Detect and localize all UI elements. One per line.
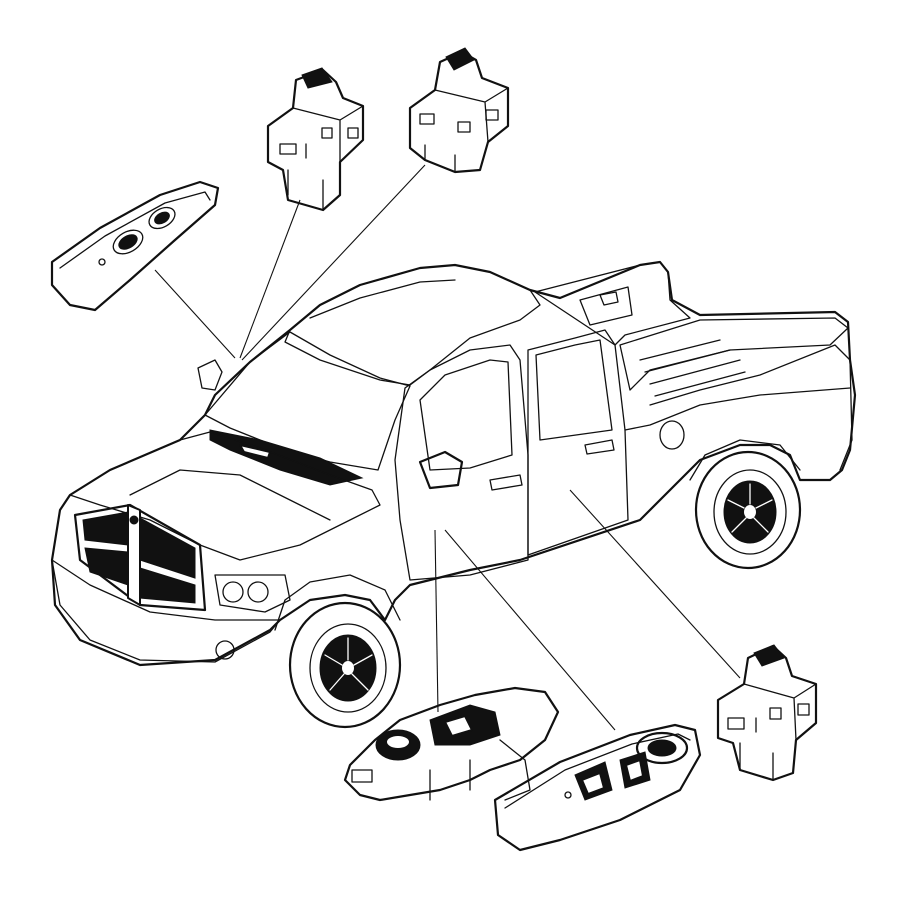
rocker-switch-icon <box>408 50 510 174</box>
driver-door-switch-module <box>343 686 560 802</box>
driver-door-switch-bezel <box>493 723 702 852</box>
switch-bezel-icon <box>493 723 702 852</box>
cab-roof <box>284 264 541 386</box>
truck-bed <box>534 261 853 471</box>
pickup-truck <box>50 260 857 729</box>
front-bumper <box>51 559 281 663</box>
roof-rail <box>309 279 456 319</box>
grille <box>73 503 207 612</box>
rear-door-window-switch-left <box>266 67 365 212</box>
rear-door-handle <box>584 439 615 455</box>
switch-bezel-icon <box>50 180 220 312</box>
rocker-switch-icon <box>266 68 365 212</box>
rear-door-window <box>535 339 613 441</box>
switch-module-icon <box>343 686 560 802</box>
fog-light <box>215 640 235 660</box>
rear-door-window-switch-lower <box>716 644 818 782</box>
front-door-handle <box>489 474 523 491</box>
front-door-window <box>419 359 513 471</box>
passenger-door-switch-bezel <box>50 180 220 312</box>
rear-wheel <box>694 450 802 570</box>
hood-crease <box>129 469 331 521</box>
headlight <box>214 574 291 613</box>
leader-lines <box>154 164 741 731</box>
front-wheel-arch <box>274 574 401 631</box>
cowl-vent-inner <box>239 444 271 459</box>
rocker-switch-icon <box>716 644 818 782</box>
hood <box>69 431 381 561</box>
front-wheel <box>288 601 402 729</box>
driver-mirror <box>197 359 223 391</box>
rear-wheel-arch <box>689 439 801 481</box>
rear-door-window-switch-right <box>408 47 510 174</box>
truck-body-outline <box>50 260 857 667</box>
passenger-mirror <box>418 450 464 490</box>
